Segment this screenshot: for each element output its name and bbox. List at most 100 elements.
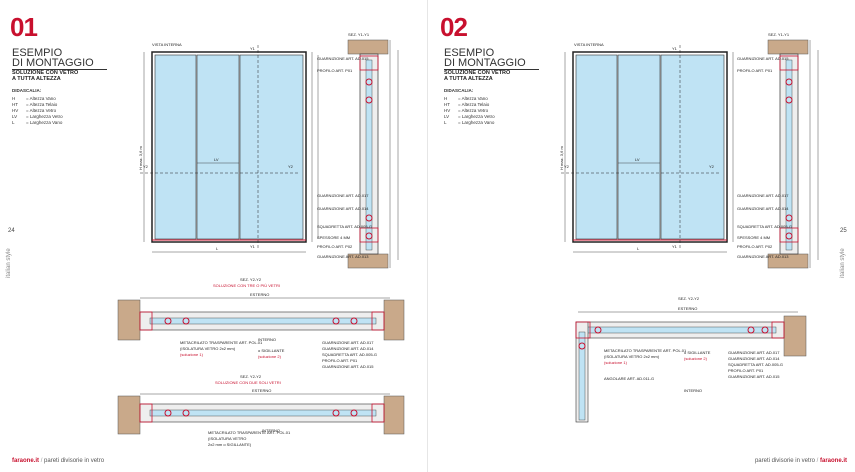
y1-marker: Y1 bbox=[250, 46, 256, 51]
glass-panel bbox=[239, 54, 304, 240]
lv-dim: LV bbox=[635, 157, 640, 162]
label: GUARNIZIONE ART. AD.014 bbox=[728, 356, 780, 361]
label: PROFILO ART. P02 bbox=[317, 244, 353, 249]
label: SQUADRETTA ART. AD.005-G bbox=[728, 362, 783, 367]
label: SPESSORE 4 MM bbox=[737, 235, 770, 240]
legend-row: H= Altezza Vano bbox=[12, 96, 56, 101]
legend-row: HT= Altezza Telaio bbox=[444, 102, 490, 107]
label: GUARNIZIONE ART. AD.014 bbox=[737, 206, 789, 211]
angolare-label: ANGOLARE ART. AD.011-G bbox=[604, 376, 654, 381]
right-footer-brand[interactable]: faraone.it bbox=[819, 458, 847, 464]
left-subtitle-line1: SOLUZIONE CON VETRO bbox=[12, 70, 79, 76]
y2-marker: Y2 bbox=[143, 164, 149, 169]
label: (ISOLATURA VETRO 2x2 mm) bbox=[604, 354, 660, 359]
label: GUARNIZIONE ART. AD.015 bbox=[322, 364, 374, 369]
legend-row: HV= Altezza Vetro bbox=[12, 108, 57, 113]
left-section-y2a: SEZ. Y2-Y2 SOLUZIONE CON TRE O PIÙ VETRI… bbox=[117, 277, 405, 369]
hmax-dim: H max. 3,6 m bbox=[138, 146, 143, 170]
glass-panel bbox=[660, 54, 725, 240]
glass-panel bbox=[154, 54, 197, 240]
esterno-label: ESTERNO bbox=[678, 306, 697, 311]
label: (ISOLATURA VETRO 2x2 mm) bbox=[180, 346, 236, 351]
lv-dim: LV bbox=[214, 157, 219, 162]
sig-note-label: (soluzione 2) bbox=[258, 354, 282, 359]
left-footer-text: pareti divisorie in vetro bbox=[44, 458, 105, 464]
left-drawings: VISTA INTERNA Y2 Y2 Y1 Y1 LV L H max. 3,… bbox=[117, 32, 405, 447]
section-y2b-subtitle: SOLUZIONE CON DUE SOLI VETRI bbox=[215, 380, 281, 385]
page-left-number: 01 bbox=[10, 12, 38, 42]
glass-panel bbox=[575, 54, 618, 240]
y1-marker: Y1 bbox=[672, 46, 678, 51]
glass-panel bbox=[196, 54, 240, 240]
label: SQUADRETTA ART. AD.005-G bbox=[317, 224, 372, 229]
left-title-line1: ESEMPIO bbox=[12, 47, 63, 59]
label: GUARNIZIONE ART. AD.017 bbox=[728, 350, 780, 355]
legend-row: HT= Altezza Telaio bbox=[12, 102, 58, 107]
y2-marker: Y2 bbox=[288, 164, 294, 169]
y1-marker: Y1 bbox=[672, 244, 678, 249]
esterno-label: ESTERNO bbox=[252, 388, 271, 393]
label: SQUADRETTA ART. AD.005-G bbox=[737, 224, 792, 229]
legend-row: L= Larghezza Vano bbox=[12, 120, 63, 125]
y2-marker: Y2 bbox=[564, 164, 570, 169]
label: METACRILATO TRASPARENTE ART. POL.01 bbox=[604, 348, 687, 353]
hmax-dim: H max. 3,6 m bbox=[559, 146, 564, 170]
left-page: 01 ESEMPIO DI MONTAGGIO SOLUZIONE CON VE… bbox=[0, 0, 427, 472]
section-y2-title: SEZ. Y2-Y2 bbox=[678, 296, 700, 301]
interno-label: INTERNO bbox=[258, 337, 276, 342]
label: PROFILO ART. P01 bbox=[322, 358, 358, 363]
label: (soluzione 1) bbox=[180, 352, 204, 357]
right-legend-title: DIDASCALIA: bbox=[444, 88, 474, 93]
label: METACRILATO TRASPARENTE ART. POL.01 bbox=[180, 340, 263, 345]
interno-label: INTERNO bbox=[684, 388, 702, 393]
label: GUARNIZIONE ART. AD.014 bbox=[317, 206, 369, 211]
label: 2x2 mm o SIGILLANTE) bbox=[208, 442, 252, 447]
page-right-number: 02 bbox=[440, 12, 468, 42]
label: SPESSORE 4 MM bbox=[317, 235, 350, 240]
label: (ISOLATURA VETRO bbox=[208, 436, 246, 441]
y2-marker: Y2 bbox=[709, 164, 715, 169]
label: SQUADRETTA ART. AD.005-G bbox=[322, 352, 377, 357]
right-section-y2: SEZ. Y2-Y2 ESTERNO METACRILATO TRASPAREN… bbox=[575, 296, 807, 423]
right-footer: pareti divisorie in vetro / faraone.it bbox=[754, 458, 847, 464]
left-footer-brand[interactable]: faraone.it bbox=[12, 458, 40, 464]
right-subtitle-line1: SOLUZIONE CON VETRO bbox=[444, 70, 511, 76]
left-section-y2b: SEZ. Y2-Y2 SOLUZIONE CON DUE SOLI VETRI … bbox=[117, 374, 405, 447]
label: GUARNIZIONE ART. AD.017 bbox=[317, 193, 369, 198]
right-title-line1: ESEMPIO bbox=[444, 47, 495, 59]
left-footer: faraone.it / pareti divisorie in vetro bbox=[12, 458, 105, 464]
right-title: ESEMPIO DI MONTAGGIO bbox=[444, 48, 539, 70]
section-y2a-subtitle: SOLUZIONE CON TRE O PIÙ VETRI bbox=[213, 283, 280, 288]
left-subtitle-line2: A TUTTA ALTEZZA bbox=[12, 76, 61, 82]
right-subtitle: SOLUZIONE CON VETRO A TUTTA ALTEZZA bbox=[444, 70, 510, 82]
left-section-y1: SEZ. Y1-Y1 GUARNIZIONE ART. AD.015 PROFI… bbox=[317, 32, 399, 269]
right-elevation-drawing: VISTA INTERNA Y2 Y2 Y1 Y1 LV L H max. 3,… bbox=[559, 42, 734, 253]
left-title-line2: DI MONTAGGIO bbox=[12, 58, 107, 70]
left-elevation-drawing: VISTA INTERNA Y2 Y2 Y1 Y1 LV L H max. 3,… bbox=[138, 42, 319, 253]
label: GUARNIZIONE ART. AD.013 bbox=[317, 254, 369, 259]
legend-row: H= Altezza Vano bbox=[444, 96, 488, 101]
right-footer-text: pareti divisorie in vetro bbox=[754, 458, 815, 464]
left-page-number: 24 bbox=[8, 228, 15, 234]
page-spine bbox=[427, 0, 428, 472]
l-dim: L bbox=[216, 246, 219, 251]
glass-panel bbox=[617, 54, 661, 240]
label: METACRILATO TRASPARENTE ART. POL.01 bbox=[208, 430, 291, 435]
interno-label: INTERNO bbox=[262, 428, 280, 433]
section-y2b-title: SEZ. Y2-Y2 bbox=[240, 374, 262, 379]
label: PROFILO ART. P01 bbox=[317, 68, 353, 73]
legend-row: LV= Larghezza Vetro bbox=[12, 114, 63, 119]
label: GUARNIZIONE ART. AD.015 bbox=[728, 374, 780, 379]
label: PROFILO ART. P01 bbox=[737, 68, 773, 73]
right-section-y1: SEZ. Y1-Y1 GUARNIZIONE ART. AD.015 PROFI… bbox=[737, 32, 819, 269]
label: GUARNIZIONE ART. AD.015 bbox=[317, 56, 369, 61]
y1-marker: Y1 bbox=[250, 244, 256, 249]
label: GUARNIZIONE ART. AD.017 bbox=[737, 193, 789, 198]
right-title-line2: DI MONTAGGIO bbox=[444, 58, 539, 70]
left-subtitle: SOLUZIONE CON VETRO A TUTTA ALTEZZA bbox=[12, 70, 78, 82]
left-legend-title: DIDASCALIA: bbox=[12, 88, 42, 93]
sigillante-label: o SIGILLANTE bbox=[258, 348, 285, 353]
sig-note-label: (soluzione 2) bbox=[684, 356, 708, 361]
label: GUARNIZIONE ART. AD.013 bbox=[737, 254, 789, 259]
right-page-number: 25 bbox=[840, 228, 847, 234]
